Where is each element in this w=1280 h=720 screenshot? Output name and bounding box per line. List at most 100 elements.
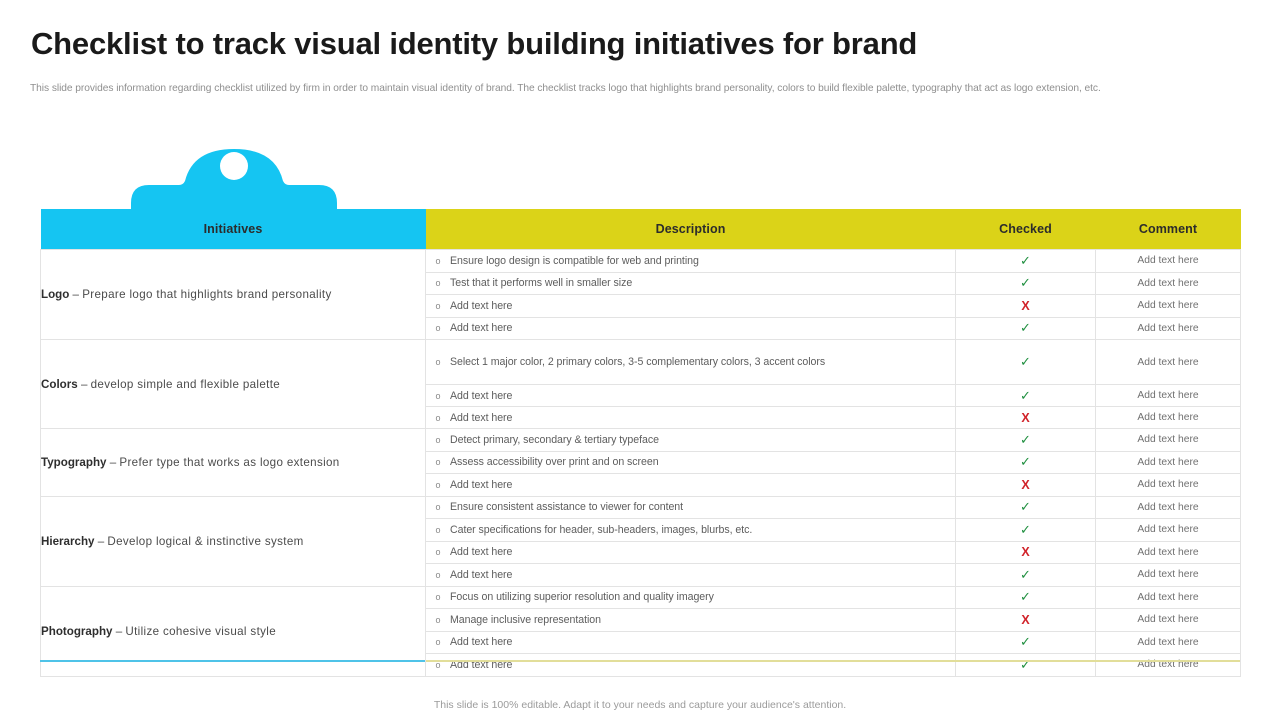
comment-cell[interactable]: Add text here — [1095, 384, 1241, 407]
checked-cell[interactable]: ✓ — [955, 630, 1096, 654]
comment-cell[interactable]: Add text here — [1095, 585, 1241, 609]
description-text: Ensure logo design is compatible for web… — [450, 254, 699, 267]
column-header-comment[interactable]: Comment — [1095, 209, 1241, 250]
description-text: Add text here — [450, 299, 513, 312]
description-cell[interactable]: o Add text here — [425, 316, 956, 340]
description-text: Add text here — [450, 322, 513, 335]
comment-cell[interactable]: Add text here — [1095, 428, 1241, 452]
bullet-icon: o — [435, 569, 441, 580]
initiative-description: Develop logical & instinctive system — [107, 534, 304, 548]
initiative-cell-hierarchy[interactable]: Hierarchy – Develop logical & instinctiv… — [40, 495, 426, 587]
column-header-description[interactable]: Description — [425, 209, 956, 250]
comment-cell[interactable]: Add text here — [1095, 450, 1241, 474]
checked-cell[interactable]: ✓ — [955, 653, 1096, 677]
checked-cell[interactable]: ✓ — [955, 384, 1096, 407]
checked-cell[interactable]: X — [955, 540, 1096, 564]
check-icon: ✓ — [1020, 521, 1031, 537]
comment-cell[interactable]: Add text here — [1095, 518, 1241, 542]
comment-cell[interactable]: Add text here — [1095, 540, 1241, 564]
cross-icon: X — [1021, 612, 1030, 627]
checked-cell[interactable]: ✓ — [955, 495, 1096, 519]
initiative-separator: – — [112, 624, 126, 638]
checked-cell[interactable]: ✓ — [955, 585, 1096, 609]
comment-cell[interactable]: Add text here — [1095, 563, 1241, 587]
comment-cell[interactable]: Add text here — [1095, 339, 1241, 385]
comment-cell[interactable]: Add text here — [1095, 271, 1241, 295]
comment-cell[interactable]: Add text here — [1095, 495, 1241, 519]
comment-cell[interactable]: Add text here — [1095, 630, 1241, 654]
description-text: Add text here — [450, 389, 513, 402]
checked-cell[interactable]: ✓ — [955, 450, 1096, 474]
bullet-icon: o — [435, 614, 441, 625]
comment-cell[interactable]: Add text here — [1095, 653, 1241, 677]
bullet-icon: o — [435, 479, 441, 490]
bullet-icon: o — [435, 524, 441, 535]
initiative-description: Prepare logo that highlights brand perso… — [82, 288, 332, 301]
initiative-cell-logo[interactable]: Logo – Prepare logo that highlights bran… — [40, 249, 426, 340]
comment-cell[interactable]: Add text here — [1095, 294, 1241, 318]
initiative-cell-typography[interactable]: Typography – Prefer type that works as l… — [40, 428, 426, 497]
initiative-cell-photography[interactable]: Photography – Utilize cohesive visual st… — [40, 585, 426, 677]
bullet-icon: o — [435, 323, 441, 334]
initiative-keyword: Colors — [41, 377, 78, 391]
comment-cell[interactable]: Add text here — [1095, 608, 1241, 632]
bullet-icon: o — [435, 592, 441, 603]
checked-cell[interactable]: ✓ — [955, 249, 1096, 273]
checked-cell[interactable]: X — [955, 406, 1096, 429]
checked-cell[interactable]: ✓ — [955, 316, 1096, 340]
check-icon: ✓ — [1020, 454, 1031, 470]
comment-cell[interactable]: Add text here — [1095, 316, 1241, 340]
comment-cell[interactable]: Add text here — [1095, 406, 1241, 429]
column-header-initiatives[interactable]: Initiatives — [40, 209, 426, 250]
bullet-icon: o — [435, 637, 441, 648]
checked-cell[interactable]: X — [955, 608, 1096, 632]
bullet-icon: o — [435, 390, 441, 401]
table-header-row: Initiatives Description Checked Comment — [40, 209, 1241, 250]
checked-cell[interactable]: ✓ — [955, 518, 1096, 542]
check-icon: ✓ — [1020, 656, 1031, 672]
description-text: Select 1 major color, 2 primary colors, … — [450, 356, 826, 368]
description-cell[interactable]: o Add text here — [425, 384, 956, 407]
initiative-cell-colors[interactable]: Colors – develop simple and flexible pal… — [40, 339, 426, 429]
table-row: Logo – Prepare logo that highlights bran… — [40, 249, 1241, 340]
initiative-keyword: Hierarchy — [41, 534, 95, 548]
column-header-checked[interactable]: Checked — [955, 209, 1096, 250]
comment-cell[interactable]: Add text here — [1095, 473, 1241, 497]
checked-cell[interactable]: ✓ — [955, 428, 1096, 452]
checked-cell[interactable]: X — [955, 294, 1096, 318]
checked-cell[interactable]: X — [955, 473, 1096, 497]
cross-icon: X — [1021, 410, 1030, 425]
bullet-icon: o — [435, 502, 441, 513]
slide-footer-note: This slide is 100% editable. Adapt it to… — [433, 699, 847, 711]
checked-cell[interactable]: ✓ — [955, 271, 1096, 295]
description-text: Add text here — [450, 546, 513, 559]
comment-cell[interactable]: Add text here — [1095, 249, 1241, 273]
page-subtitle: This slide provides information regardin… — [30, 83, 1101, 94]
checked-cell[interactable]: ✓ — [955, 563, 1096, 587]
bullet-icon: o — [435, 412, 441, 423]
checked-cell[interactable]: ✓ — [955, 339, 1096, 385]
table-bottom-accent-right — [426, 660, 1240, 662]
